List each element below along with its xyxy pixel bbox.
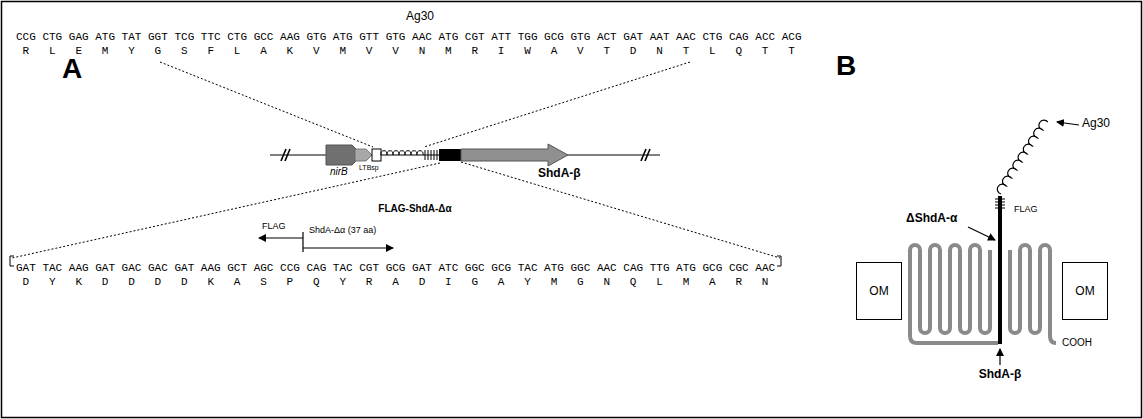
membrane-box: OM xyxy=(1062,262,1108,320)
tick xyxy=(995,208,1005,209)
alpha-stem xyxy=(998,196,1002,344)
linker-box xyxy=(372,149,381,161)
alpha-segment-bar xyxy=(439,149,461,161)
membrane-label: OM xyxy=(869,284,888,298)
tick xyxy=(428,150,429,160)
bracket xyxy=(777,256,781,266)
tick xyxy=(437,150,438,160)
projection-line xyxy=(12,163,440,258)
tag-name: FLAG xyxy=(262,222,286,232)
construct-name: FLAG-ShdA-Δα xyxy=(378,203,451,214)
antigen-coil xyxy=(997,120,1047,194)
segment-name: ShdA-Δα (37 aa) xyxy=(309,226,376,236)
projection-line xyxy=(461,162,780,258)
panel-letter: B xyxy=(836,52,856,80)
domain-name: ΔShdA-α xyxy=(906,212,957,225)
break-mark xyxy=(285,149,290,161)
membrane-box: OM xyxy=(856,262,902,320)
membrane-label: OM xyxy=(1075,284,1094,298)
domain-name: ShdA-β xyxy=(979,368,1022,381)
tick xyxy=(425,150,426,160)
signal-peptide-name: LTBsp xyxy=(359,164,379,172)
beta-domain-arrow xyxy=(461,144,568,166)
terminus-label: COOH xyxy=(1062,337,1092,348)
break-mark xyxy=(645,149,650,161)
flag-tag-ticks xyxy=(425,150,437,160)
domain-name: ShdA-β xyxy=(538,167,581,180)
gene-name: nirB xyxy=(330,166,348,177)
epitope-coil xyxy=(381,151,423,155)
tick xyxy=(431,150,432,160)
amino-acid-sequence: D Y K D D D D K A S P Q Y R A D I G A Y … xyxy=(23,276,775,289)
tick xyxy=(434,150,435,160)
projection-line xyxy=(424,62,690,147)
amino-acid-sequence: R L E M Y G S F L A K V M V V N M R I W … xyxy=(23,45,802,58)
antigen-name: Ag30 xyxy=(1082,117,1110,130)
left-arrow xyxy=(259,237,303,238)
bracket xyxy=(10,256,14,266)
projection-line xyxy=(160,62,373,147)
dna-sequence: CCG CTG GAG ATG TAT GGT TCG TTC CTG GCC … xyxy=(16,31,802,44)
right-arrow xyxy=(303,247,393,248)
tick xyxy=(995,205,1005,206)
tick xyxy=(995,199,1005,200)
signal-peptide-arrow xyxy=(355,149,372,161)
antigen-name: Ag30 xyxy=(406,10,434,23)
beta-barrel-strands xyxy=(910,245,998,343)
flag-tag-ticks xyxy=(995,199,1005,208)
dna-sequence: GAT TAC AAG GAT GAC GAC GAT AAG GCT AGC … xyxy=(16,262,775,275)
pointer-arrow xyxy=(1057,122,1079,125)
beta-barrel-strands xyxy=(1010,245,1056,343)
tick xyxy=(995,202,1005,203)
pointer-arrow xyxy=(968,227,995,240)
panel-letter: A xyxy=(62,55,82,83)
tag-name: FLAG xyxy=(1014,205,1038,215)
pointer-arrow xyxy=(999,349,1000,365)
junction-tick xyxy=(302,232,303,252)
